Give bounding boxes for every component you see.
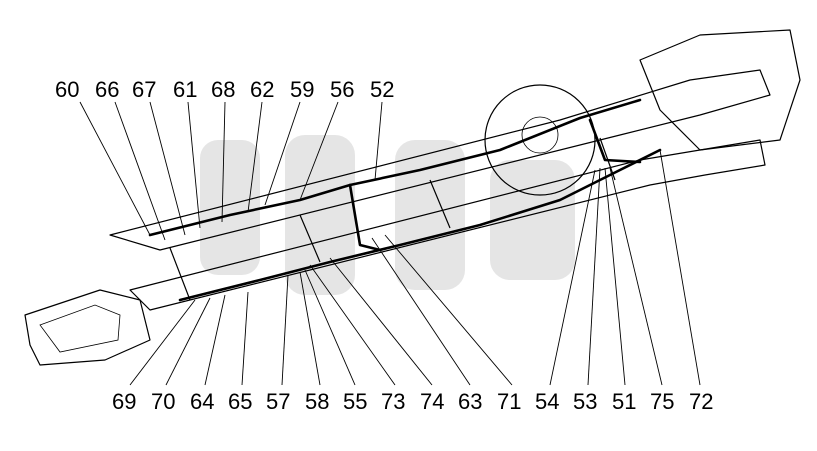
leader-64 [204, 294, 226, 386]
main-harness-upper [148, 98, 642, 237]
callout-62: 62 [250, 77, 274, 102]
watermark [200, 135, 575, 295]
leader-56 [299, 101, 339, 201]
leader-65 [241, 291, 249, 386]
watermark-shape-1 [200, 140, 260, 275]
callout-61: 61 [173, 77, 197, 102]
chassis-frame [24, 29, 801, 366]
callout-51: 51 [612, 389, 636, 414]
leader-68 [221, 101, 226, 223]
callout-70: 70 [151, 389, 175, 414]
leader-58 [299, 271, 321, 386]
callout-69: 69 [112, 389, 136, 414]
callout-53: 53 [573, 389, 597, 414]
leader-66 [114, 101, 166, 241]
cross-member-2 [299, 214, 321, 263]
front-end [24, 289, 151, 366]
callout-75: 75 [650, 389, 674, 414]
callout-54: 54 [535, 389, 559, 414]
leader-57 [281, 274, 289, 386]
callout-55: 55 [343, 389, 367, 414]
watermark-shape-2 [285, 135, 355, 295]
leader-lines-top [79, 101, 383, 241]
callouts-top: 60 66 67 61 68 62 59 56 52 [55, 77, 394, 102]
callout-68: 68 [211, 77, 235, 102]
callout-73: 73 [381, 389, 405, 414]
leader-lines-bottom [129, 149, 701, 386]
callouts-bottom: 69 70 64 65 57 58 55 73 74 63 71 54 53 5… [112, 389, 713, 414]
leader-71 [384, 234, 513, 386]
callout-66: 66 [95, 77, 119, 102]
lower-rail [129, 139, 766, 311]
callout-59: 59 [290, 77, 314, 102]
leader-75 [609, 167, 663, 386]
callout-67: 67 [132, 77, 156, 102]
callout-71: 71 [497, 389, 521, 414]
callout-65: 65 [228, 389, 252, 414]
leader-63 [371, 237, 471, 386]
harness-branch-2 [588, 118, 642, 164]
rear-end [639, 29, 801, 151]
leader-61 [187, 101, 201, 229]
leader-60 [79, 101, 151, 236]
turntable-outer [484, 84, 596, 196]
callout-74: 74 [420, 389, 444, 414]
main-harness-lower [178, 148, 662, 302]
turntable-inner [521, 116, 559, 154]
callout-63: 63 [458, 389, 482, 414]
leader-73 [309, 264, 396, 386]
leader-55 [304, 269, 356, 386]
leader-53 [587, 167, 601, 386]
leader-72 [659, 149, 701, 386]
harness-branch-1 [348, 183, 382, 252]
front-bumper [39, 304, 121, 353]
leader-70 [165, 297, 211, 386]
upper-rail [109, 69, 771, 251]
callout-57: 57 [266, 389, 290, 414]
callout-72: 72 [689, 389, 713, 414]
leader-69 [129, 299, 196, 386]
leader-52 [374, 101, 383, 181]
watermark-shape-3 [395, 140, 465, 290]
callout-52: 52 [370, 77, 394, 102]
cross-member-3 [429, 179, 451, 229]
callout-58: 58 [305, 389, 329, 414]
watermark-shape-4 [490, 160, 575, 280]
leader-59 [264, 101, 301, 206]
leader-74 [329, 257, 433, 386]
callout-56: 56 [330, 77, 354, 102]
callout-60: 60 [55, 77, 79, 102]
leader-51 [604, 167, 626, 386]
callout-64: 64 [190, 389, 214, 414]
leader-54 [549, 169, 596, 386]
cross-member-1 [169, 247, 191, 301]
leader-62 [247, 101, 263, 213]
leader-67 [149, 101, 186, 236]
